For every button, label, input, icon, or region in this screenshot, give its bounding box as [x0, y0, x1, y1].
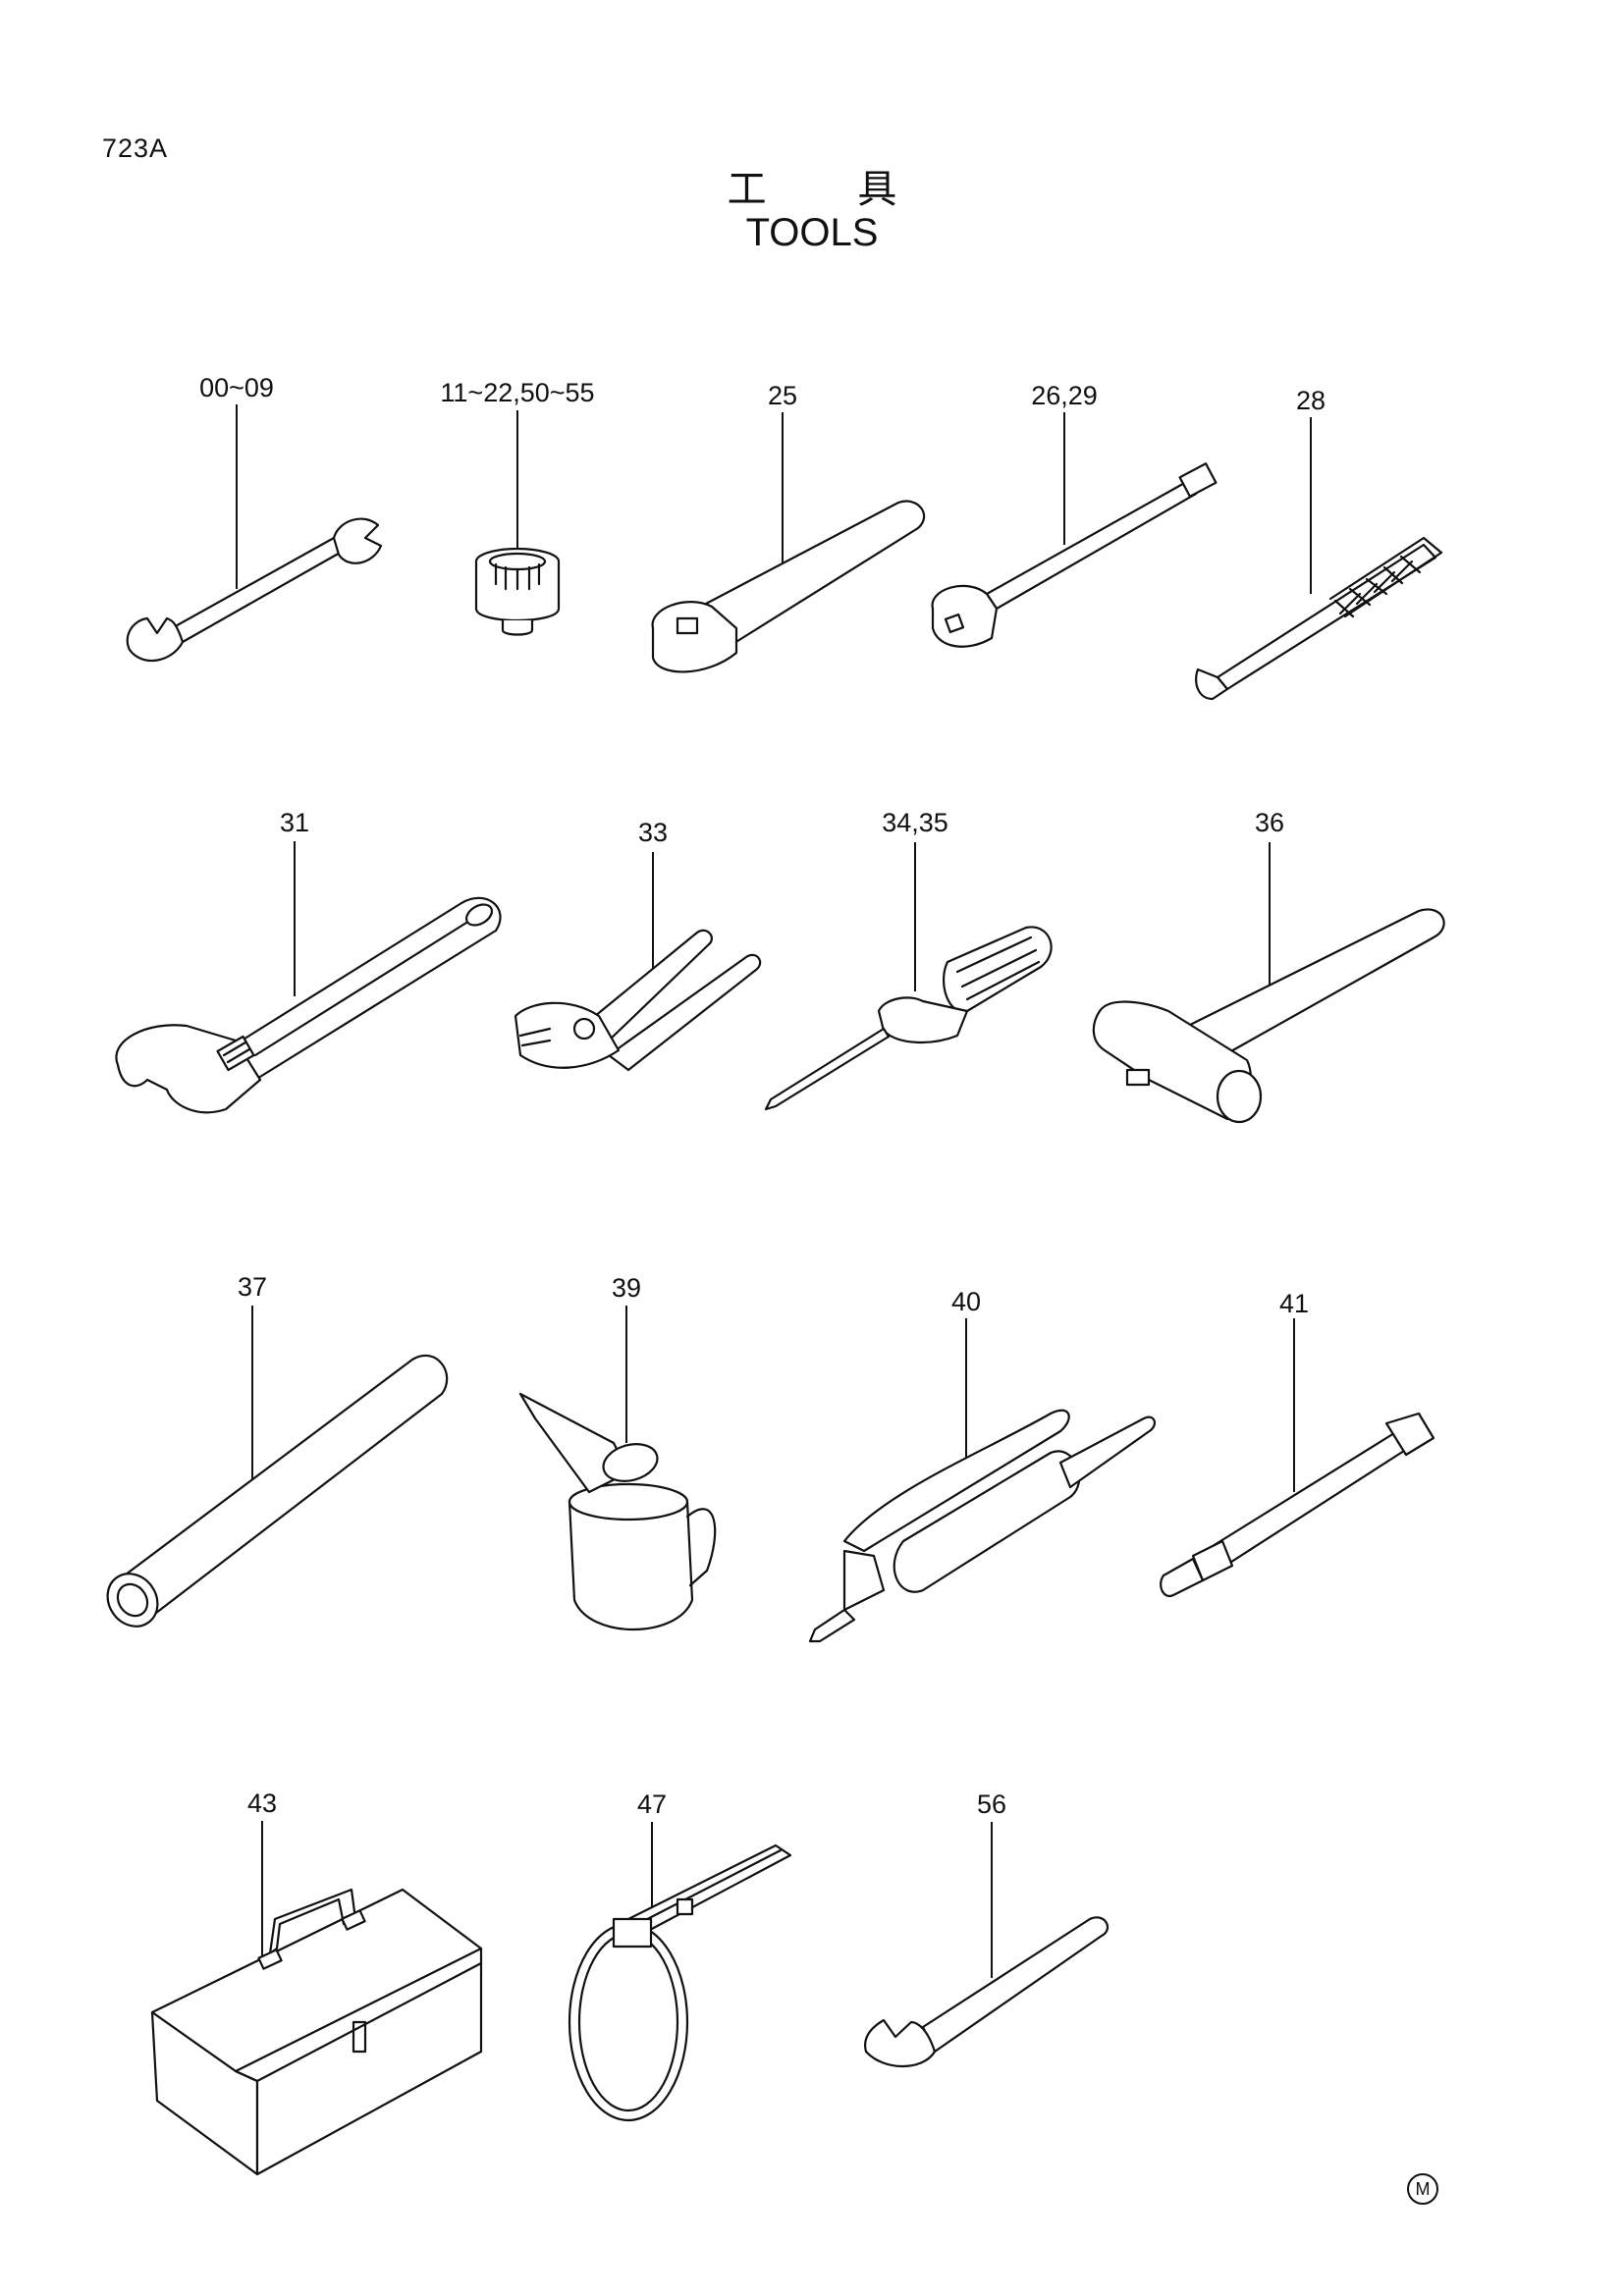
callout-47: 47 [636, 1789, 668, 1819]
callout-43: 43 [246, 1789, 278, 1818]
callout-00-09: 00~09 [199, 373, 274, 402]
callout-11-22-50-55: 11~22,50~55 [440, 378, 595, 407]
filter-wrench-illustration [568, 1822, 792, 2122]
oil-can-illustration [518, 1306, 717, 1631]
callout-28: 28 [1295, 386, 1326, 415]
page-id: 723A [102, 133, 169, 163]
grease-gun-illustration [808, 1318, 1157, 1643]
wrench-illustration [126, 404, 383, 663]
callout-37: 37 [237, 1272, 268, 1302]
callout-36: 36 [1254, 808, 1285, 837]
socket-illustration [474, 410, 561, 636]
screwdriver-illustration [764, 842, 1053, 1111]
hex-key-illustration [1195, 417, 1443, 701]
callout-56: 56 [976, 1789, 1007, 1819]
callout-40: 40 [950, 1287, 982, 1316]
adjustable-wrench-illustration [115, 841, 502, 1114]
callout-26-29: 26,29 [1031, 381, 1098, 410]
pipe-illustration [106, 1306, 449, 1628]
callout-39: 39 [611, 1273, 642, 1303]
tool-box-illustration [150, 1821, 483, 2176]
extension-bar-illustration [931, 412, 1218, 648]
callout-33: 33 [637, 818, 669, 847]
ratchet-handle-illustration [651, 412, 926, 673]
title-english: TOOLS [745, 211, 879, 254]
callout-34-35: 34,35 [882, 808, 948, 837]
callout-41: 41 [1278, 1289, 1310, 1318]
corner-mark: M [1407, 2173, 1438, 2205]
pliers-illustration [514, 852, 762, 1072]
hammer-illustration [1092, 842, 1445, 1124]
hose-illustration [1160, 1318, 1435, 1598]
callout-25: 25 [767, 381, 798, 410]
title-japanese: 工 具 [727, 167, 937, 212]
callout-31: 31 [279, 808, 310, 837]
spanner-illustration [864, 1822, 1109, 2068]
